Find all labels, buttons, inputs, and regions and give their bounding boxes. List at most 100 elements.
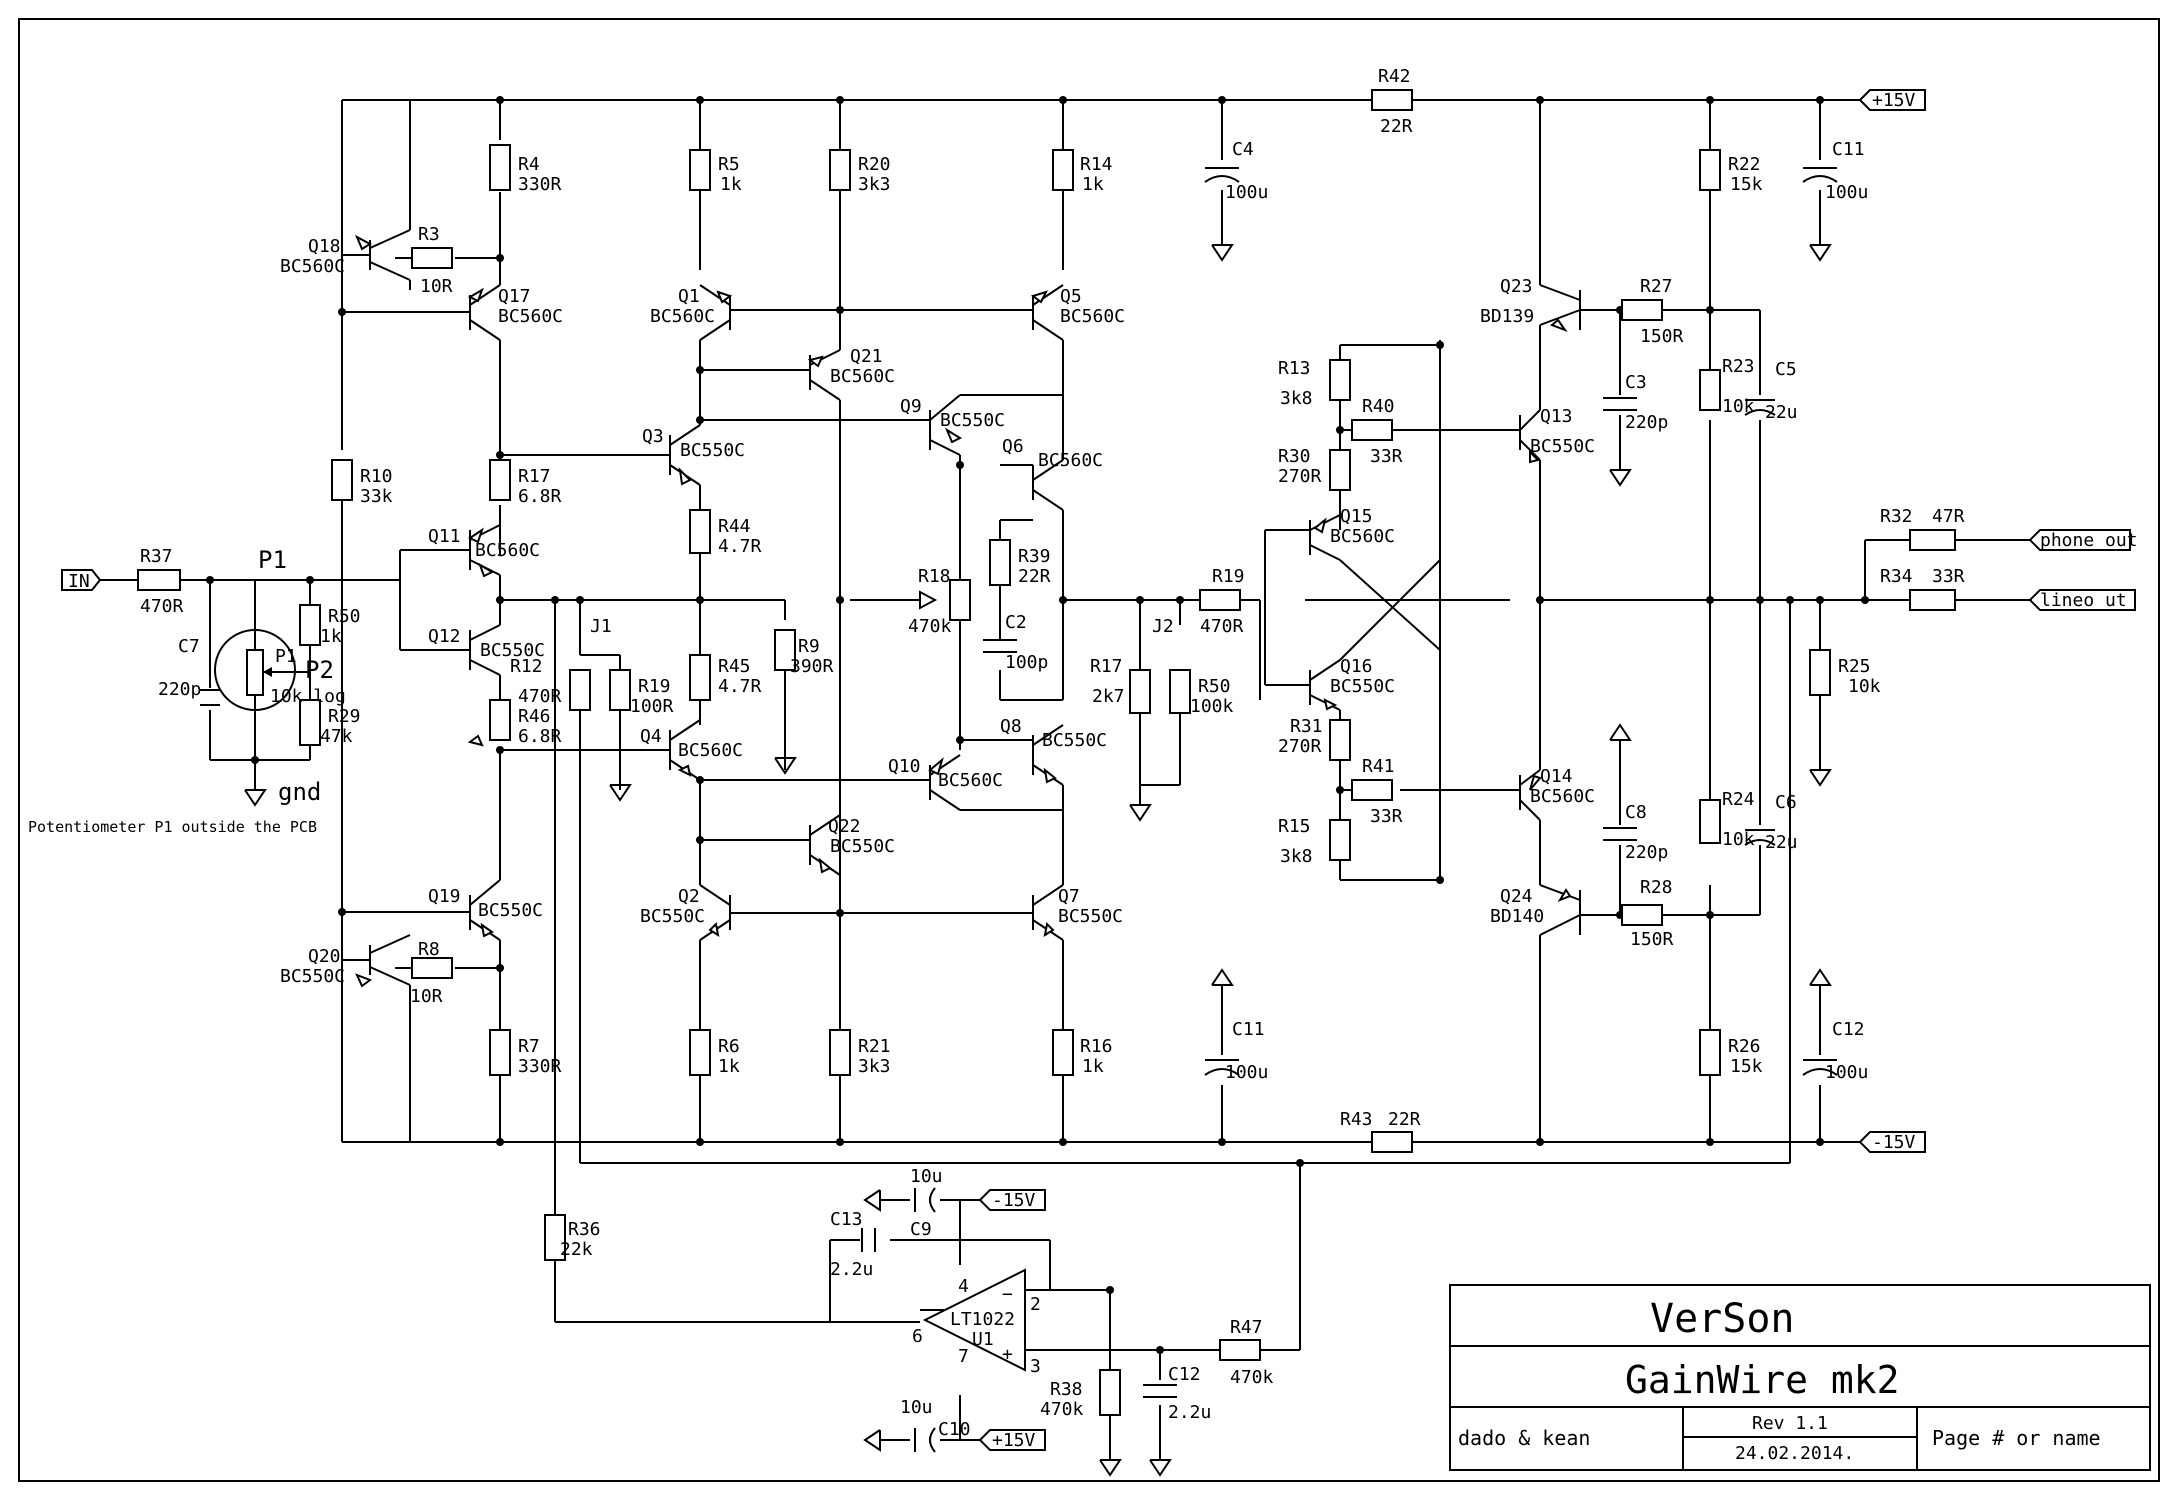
opamp-u1 [922,1268,1026,1372]
c10-ref: C10 [938,1419,971,1440]
r31-ref: R31 [1290,716,1323,737]
c2-ref: C2 [1005,612,1027,633]
q16-ref: Q16 [1340,656,1373,677]
q20-type: BC550C [280,966,345,987]
r4-ref: R4 [518,154,540,175]
junctions [206,96,1869,1354]
title-name: GainWire mk2 [1625,1358,1900,1402]
r34-val: 33R [1932,566,1965,587]
r28-ref: R28 [1640,877,1673,898]
r28-val: 150R [1630,929,1674,950]
q5-ref: Q5 [1060,286,1082,307]
q4-ref: Q4 [640,726,662,747]
wires [100,99,2030,1460]
r15-ref: R15 [1278,816,1311,837]
r7-val: 330R [518,1056,562,1077]
port-vpos-u1: +15V [992,1430,1036,1451]
c5-ref: C5 [1775,359,1797,380]
r41-val: 33R [1370,806,1403,827]
r22-val: 15k [1730,174,1763,195]
r34-ref: R34 [1880,566,1913,587]
q16-type: BC550C [1330,676,1395,697]
opamp-pin-inv: 2 [1030,1294,1041,1315]
opamp-ref: U1 [972,1329,994,1350]
c11a-val: 100u [1825,182,1868,203]
r29-ref: R29 [328,706,361,727]
r19b-val: 100R [630,696,674,717]
r38-ref: R38 [1050,1379,1083,1400]
title-authors: dado & kean [1458,1426,1590,1450]
q9-type: BC550C [940,410,1005,431]
q14-type: BC560C [1530,786,1595,807]
q17-type: BC560C [498,306,563,327]
capacitor-labels: C4 100u C11 100u C3 220p C5 22u C2 100p … [158,139,1868,1440]
r27-val: 150R [1640,326,1684,347]
r50b-ref: R50 [1198,676,1231,697]
r36-val: 22k [560,1239,593,1260]
c3-ref: C3 [1625,372,1647,393]
label-p1-inner: P1 [275,646,297,667]
q10-ref: Q10 [888,756,921,777]
port-phone-out: phone out [2040,530,2138,551]
r21-val: 3k3 [858,1056,891,1077]
r39-ref: R39 [1018,546,1051,567]
c4-val: 100u [1225,182,1268,203]
q10-type: BC560C [938,770,1003,791]
c10-val: 10u [900,1397,933,1418]
r43-ref: R43 [1340,1109,1373,1130]
r6-ref: R6 [718,1036,740,1057]
c8-ref: C8 [1625,802,1647,823]
r50a-val: 1k [320,626,342,647]
r4-val: 330R [518,174,562,195]
r24-ref: R24 [1722,789,1755,810]
title-page: Page # or name [1932,1426,2101,1450]
r37-ref: R37 [140,546,173,567]
r50b-val: 100k [1190,696,1234,717]
q3-type: BC550C [680,440,745,461]
q7-ref: Q7 [1058,886,1080,907]
r36-ref: R36 [568,1219,601,1240]
opamp-plus: + [1002,1344,1013,1365]
r19b-ref: R19 [638,676,671,697]
r8-ref: R8 [418,939,440,960]
q2-type: BC550C [640,906,705,927]
c5-val: 22u [1765,402,1798,423]
q21-ref: Q21 [850,346,883,367]
c11b-ref: C11 [1232,1019,1265,1040]
q5-type: BC560C [1060,306,1125,327]
r26-val: 15k [1730,1056,1763,1077]
c6-ref: C6 [1775,792,1797,813]
r30-val: 270R [1278,466,1322,487]
c12b-ref: C12 [1168,1364,1201,1385]
q19-ref: Q19 [428,886,461,907]
r10-val: 33k [360,486,393,507]
title-rev: Rev 1.1 [1752,1413,1828,1434]
r9-ref: R9 [798,636,820,657]
c12a-val: 100u [1825,1062,1868,1083]
ground-symbols [244,244,1832,1477]
c9-ref: C9 [910,1219,932,1240]
transistor-labels: Q18 BC560C Q17 BC560C Q1 BC560C Q21 BC56… [280,236,1595,987]
r39-val: 22R [1018,566,1051,587]
r10-ref: R10 [360,466,393,487]
port-shapes [61,89,2136,1451]
q19-type: BC550C [478,900,543,921]
port-vpos-top: +15V [1872,90,1916,111]
r46-val: 6.8R [518,726,562,747]
title-block: VerSon GainWire mk2 dado & kean Rev 1.1 … [1449,1284,2151,1471]
r30-ref: R30 [1278,446,1311,467]
c12a-ref: C12 [1832,1019,1865,1040]
q12-ref: Q12 [428,626,461,647]
r32-val: 47R [1932,506,1965,527]
q6-type: BC560C [1038,450,1103,471]
r42-ref: R42 [1378,66,1411,87]
c7-val: 220p [158,679,201,700]
resistor-bodies [137,89,1956,1416]
c11a-ref: C11 [1832,139,1865,160]
q13-type: BC550C [1530,436,1595,457]
r44-ref: R44 [718,516,751,537]
q8-ref: Q8 [1000,716,1022,737]
r14-ref: R14 [1080,154,1113,175]
r38-val: 470k [1040,1399,1084,1420]
r31-val: 270R [1278,736,1322,757]
